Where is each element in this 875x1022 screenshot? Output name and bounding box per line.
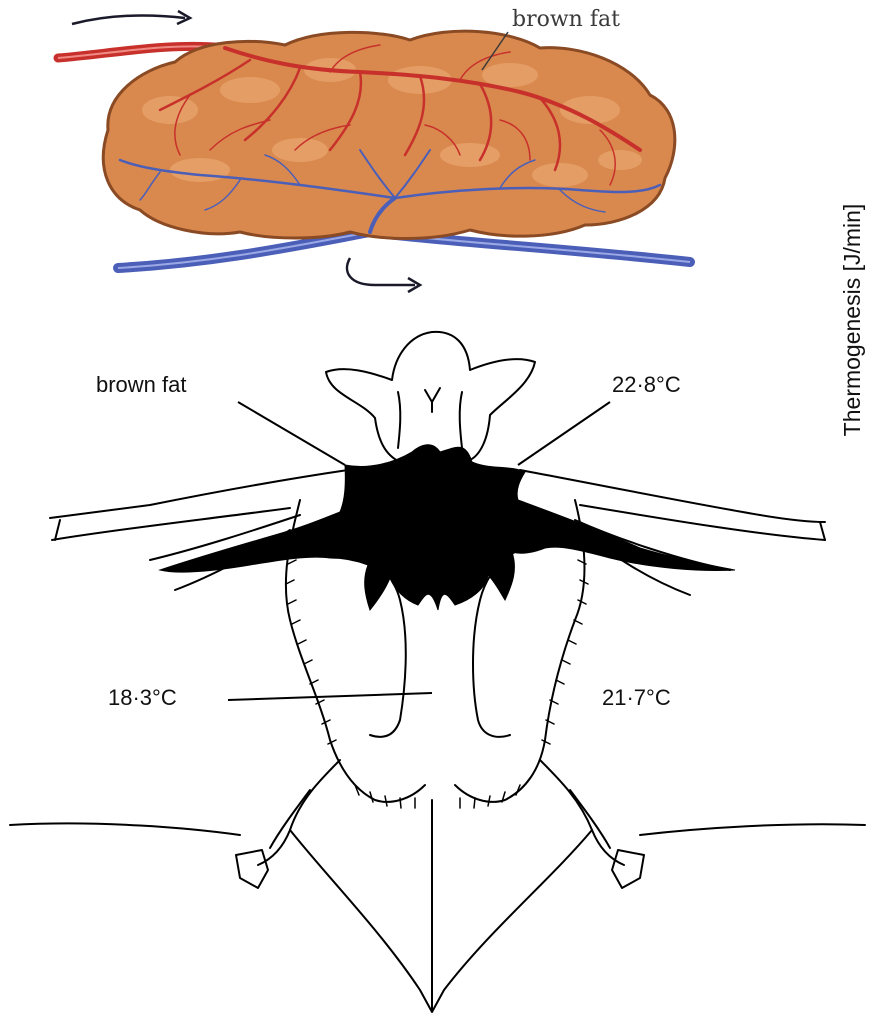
bat-diagram: [10, 332, 865, 1012]
brown-fat-illustration: brown fat: [58, 7, 690, 292]
brown-fat-label-bat: brown fat: [96, 372, 187, 397]
temp-shoulder-label: 22·8°C: [612, 372, 681, 397]
bat-wing-right: [520, 470, 825, 522]
bat-wing-left: [50, 470, 348, 518]
outflow-arrow: [347, 258, 415, 285]
bat-leg-right: [540, 760, 624, 865]
temp-center-pointer: [228, 693, 432, 700]
temp-shoulder-pointer: [518, 402, 610, 465]
brown-fat-mass: [103, 31, 675, 238]
temp-side-label: 21·7°C: [602, 685, 671, 710]
brown-fat-label-top: brown fat: [512, 7, 620, 32]
bat-leg-left: [258, 760, 340, 865]
brown-fat-patch: [160, 445, 735, 610]
bat-tail-membrane: [290, 830, 592, 1012]
inflow-arrow: [72, 16, 185, 24]
brown-fat-pointer-bat: [238, 402, 345, 465]
thermogenesis-axis-label: Thermogenesis [J/min]: [839, 204, 865, 437]
temp-center-label: 18·3°C: [108, 685, 177, 710]
